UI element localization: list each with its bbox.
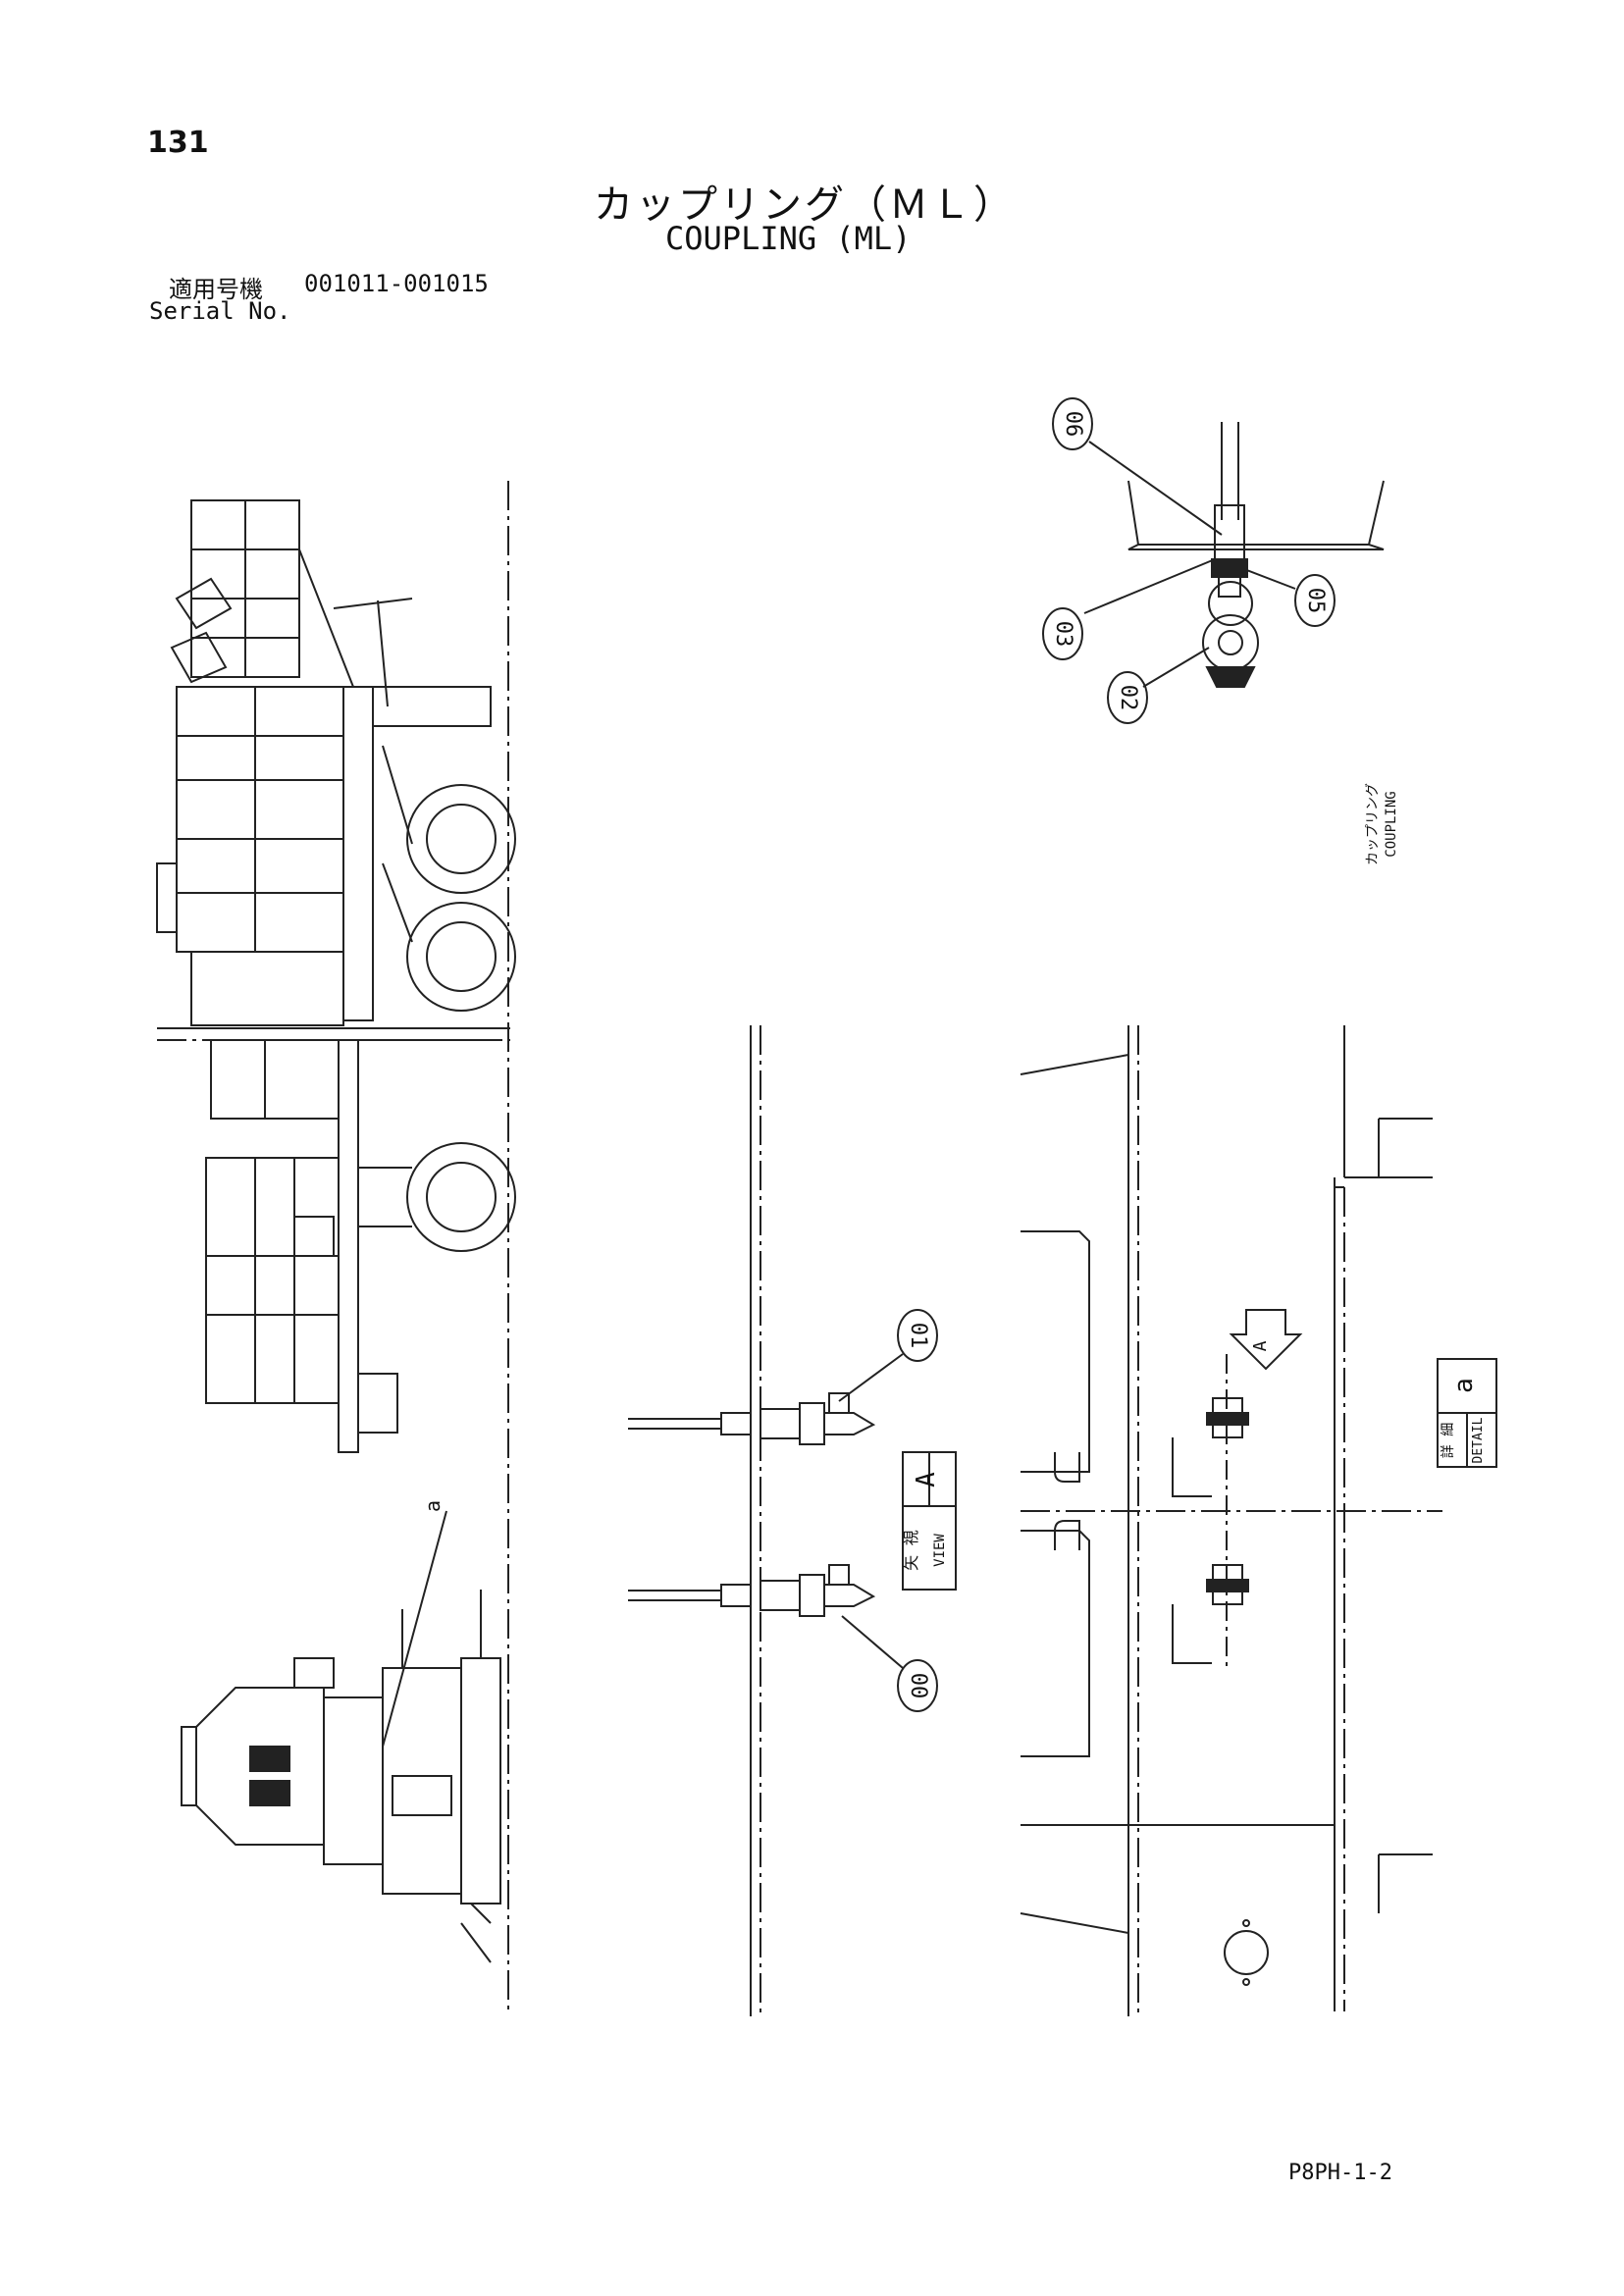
serial-label-japanese: 適用号機: [169, 276, 263, 303]
callout-02: 02: [1116, 685, 1140, 711]
small-marker: a: [421, 1500, 445, 1512]
machine-side-view: [156, 481, 516, 2011]
callout-06: 06: [1061, 411, 1085, 438]
caption-coupling-en: COUPLING: [1384, 791, 1399, 857]
coupling-detail-top: [1042, 397, 1385, 724]
view-letter: A: [912, 1472, 941, 1487]
hose-couplings: [628, 1025, 957, 2016]
frame-detail: [1020, 1025, 1497, 2016]
detail-label-jp: 詳 細: [1441, 1423, 1456, 1458]
callout-03: 03: [1051, 621, 1075, 648]
callout-00: 00: [906, 1673, 930, 1699]
detail-label-en: DETAIL: [1471, 1417, 1486, 1463]
detail-letter: a: [1449, 1378, 1479, 1393]
page-number: 131: [147, 126, 209, 160]
callout-01: 01: [906, 1323, 930, 1349]
serial-label-english: Serial No.: [149, 297, 291, 325]
caption-coupling-jp: カップリング: [1365, 783, 1381, 865]
title-english: COUPLING (ML): [665, 220, 912, 257]
serial-range: 001011-001015: [304, 270, 489, 297]
view-label-jp: 矢 視: [902, 1530, 920, 1571]
title-japanese: カップリング（ＭＬ）: [594, 183, 1016, 228]
view-label-en: VIEW: [932, 1534, 948, 1567]
arrow-letter: A: [1250, 1340, 1271, 1351]
document-reference: P8PH-1-2: [1288, 2161, 1392, 2185]
callout-05: 05: [1303, 588, 1328, 614]
